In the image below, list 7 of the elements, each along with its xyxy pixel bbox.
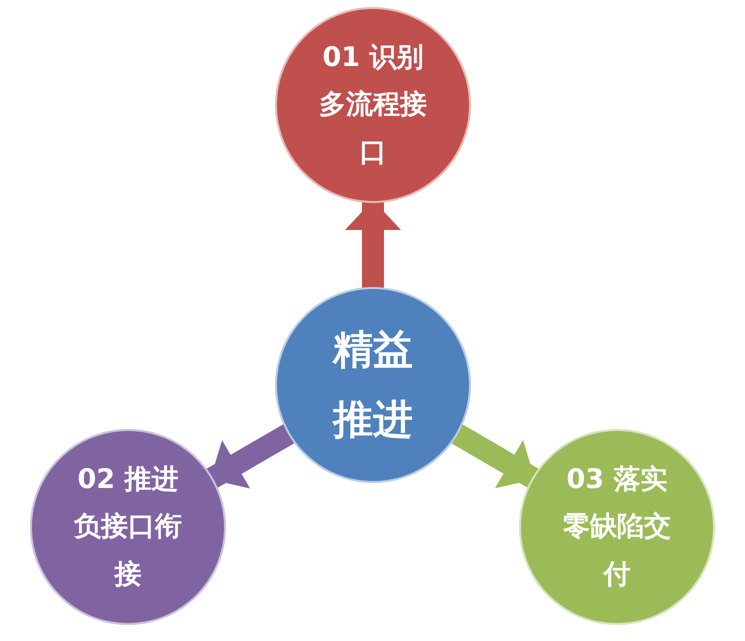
block-arrow	[450, 423, 540, 489]
node-label: 精益推进	[331, 326, 414, 445]
block-arrow	[345, 200, 401, 290]
block-arrow	[204, 423, 296, 489]
node-label: 03 落实零缺陷交付	[562, 463, 672, 592]
node-label: 01 识别多流程接口	[318, 41, 428, 170]
node-label: 02 推进负接口衔接	[72, 463, 183, 592]
